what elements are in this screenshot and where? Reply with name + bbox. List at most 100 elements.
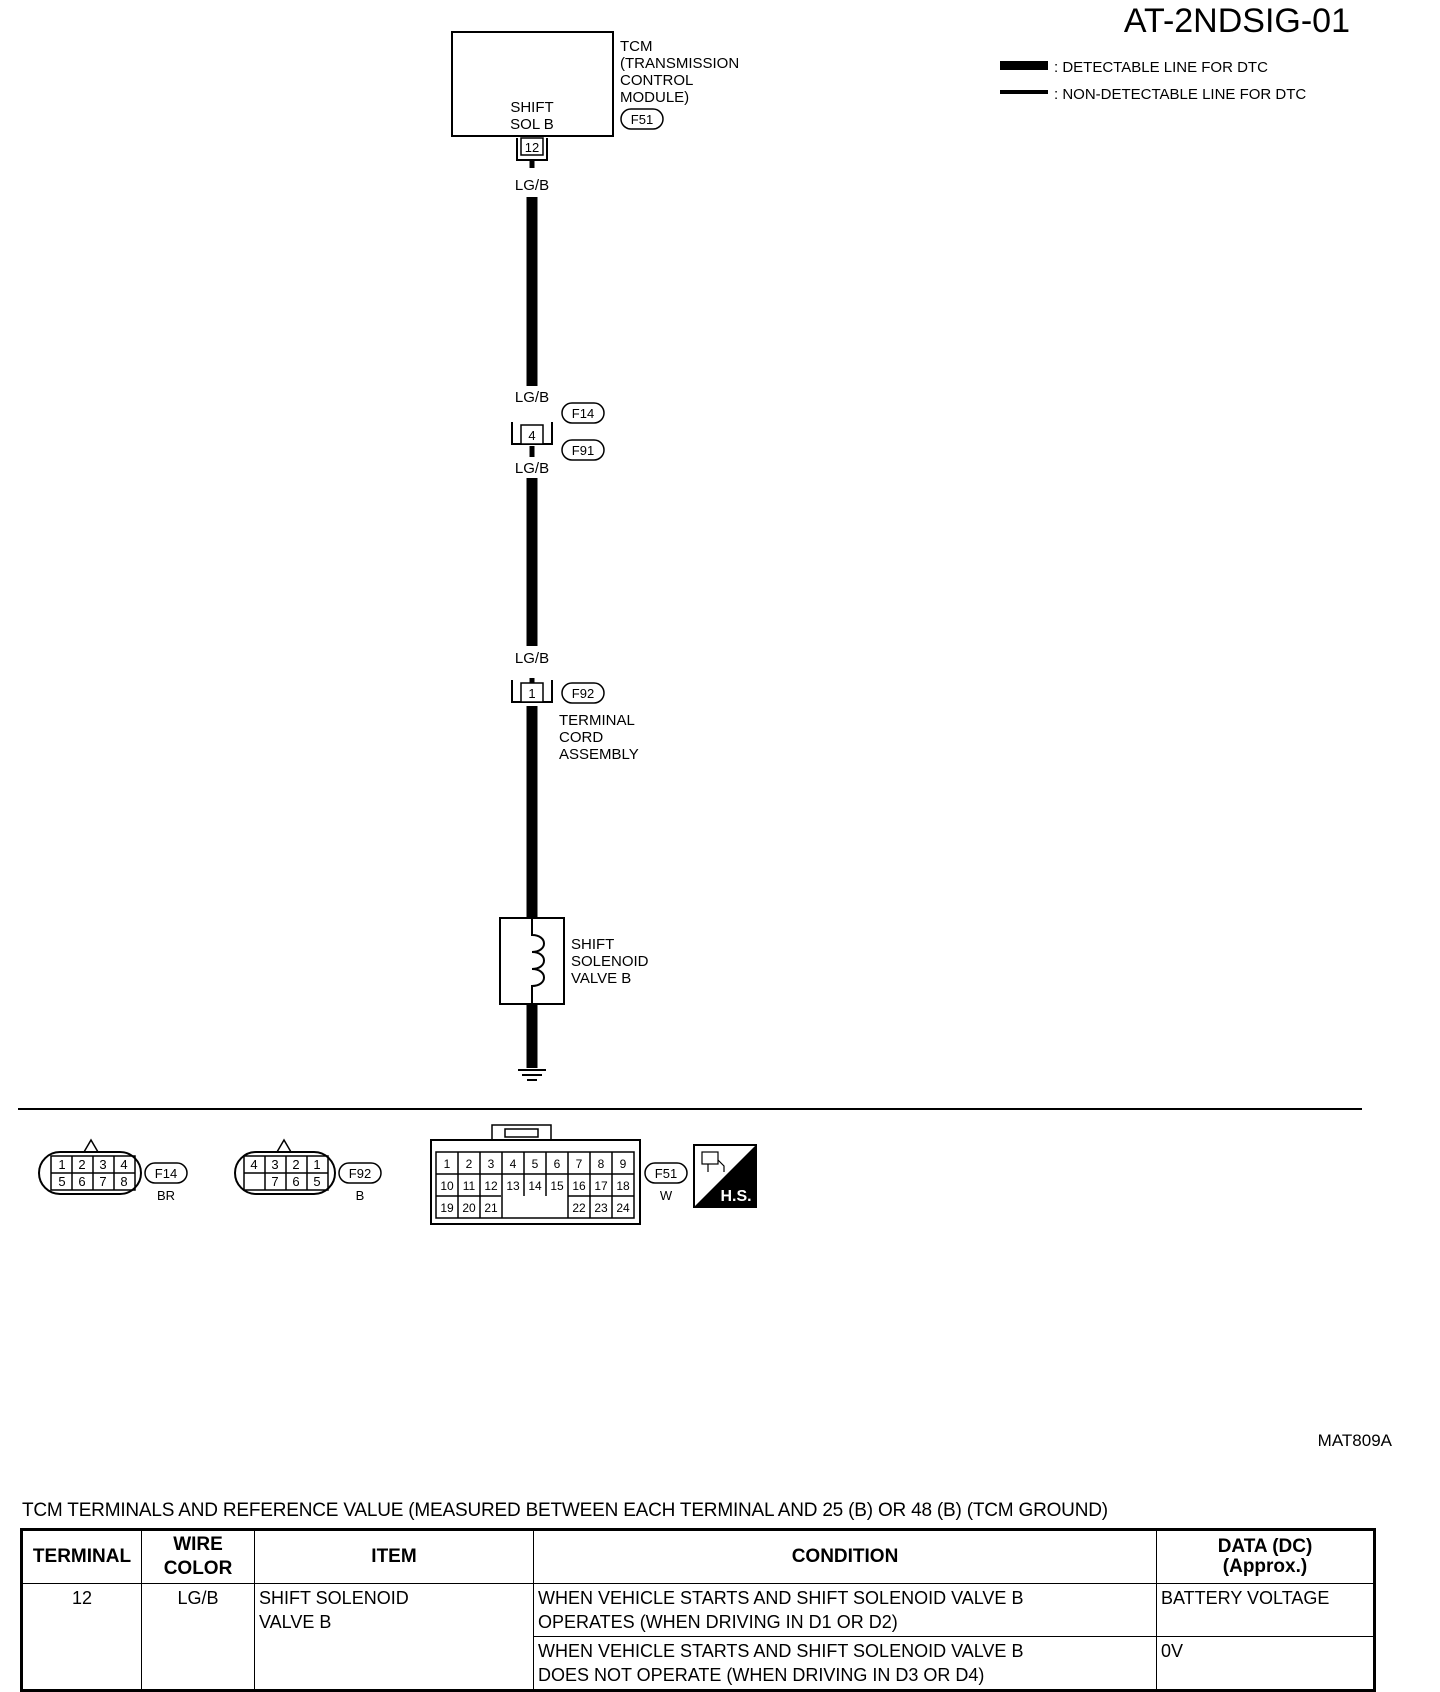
cell-condition-2-line-2: DOES NOT OPERATE (WHEN DRIVING IN D3 OR …	[538, 1665, 985, 1685]
tcm-label-2: (TRANSMISSION	[620, 55, 739, 72]
svg-text:3: 3	[488, 1157, 495, 1171]
cell-item-line-1: SHIFT SOLENOID	[259, 1588, 409, 1608]
tcm-label-4: MODULE)	[620, 89, 689, 106]
joint-connector: 4 F14 F91	[511, 402, 605, 461]
svg-text:22: 22	[572, 1201, 586, 1215]
tcm-module: TCM (TRANSMISSION CONTROL MODULE) SHIFT …	[451, 31, 739, 137]
coil-icon	[531, 918, 545, 1004]
wire-color-label-1: LG/B	[515, 177, 549, 194]
connector-view-f92: 4 3 2 1 7 6 5 F92 B	[234, 1138, 382, 1203]
svg-text:1: 1	[58, 1157, 65, 1172]
wire-color-label-3: LG/B	[515, 460, 549, 477]
cell-condition-2: WHEN VEHICLE STARTS AND SHIFT SOLENOID V…	[533, 1636, 1157, 1691]
svg-text:6: 6	[78, 1174, 85, 1189]
svg-text:9: 9	[620, 1157, 627, 1171]
svg-text:17: 17	[594, 1179, 608, 1193]
cell-item: SHIFT SOLENOID VALVE B	[254, 1583, 534, 1691]
hs-badge-icon: H.S.	[693, 1144, 757, 1208]
joint-connector-upper-tag-shape	[561, 402, 605, 424]
f92-view-tag: F92	[349, 1166, 371, 1181]
legend-non-detectable-text: : NON-DETECTABLE LINE FOR DTC	[1054, 86, 1306, 103]
svg-text:23: 23	[594, 1201, 608, 1215]
figure-code: MAT809A	[1318, 1431, 1393, 1450]
joint-connector-lower-tag: F91	[572, 443, 594, 458]
cell-condition-1: WHEN VEHICLE STARTS AND SHIFT SOLENOID V…	[533, 1583, 1157, 1637]
solenoid-label-2: SOLENOID	[571, 953, 649, 970]
cell-condition-1-line-2: OPERATES (WHEN DRIVING IN D1 OR D2)	[538, 1612, 898, 1632]
tcm-pin-connector: 12	[516, 137, 548, 161]
shift-solenoid-valve-b: SHIFT SOLENOID VALVE B	[499, 917, 649, 1005]
terminal-cord-tag-shape	[561, 682, 605, 704]
svg-text:18: 18	[616, 1179, 630, 1193]
svg-text:4: 4	[250, 1157, 257, 1172]
f51-view-color: W	[660, 1188, 673, 1203]
svg-text:2: 2	[292, 1157, 299, 1172]
table-row: 12 LG/B SHIFT SOLENOID VALVE B WHEN VEHI…	[21, 1583, 1375, 1691]
table-row: WHEN VEHICLE STARTS AND SHIFT SOLENOID V…	[22, 1636, 1375, 1691]
diagram-id: AT-2NDSIG-01	[1124, 2, 1350, 40]
f14-view-tag: F14	[155, 1166, 177, 1181]
svg-text:5: 5	[313, 1174, 320, 1189]
svg-text:10: 10	[440, 1179, 454, 1193]
tcm-pin-number: 12	[525, 140, 539, 155]
svg-text:21: 21	[484, 1201, 498, 1215]
svg-text:12: 12	[484, 1179, 498, 1193]
svg-text:2: 2	[466, 1157, 473, 1171]
terminal-cord-pin-number: 1	[528, 686, 535, 701]
svg-text:13: 13	[506, 1179, 520, 1193]
table-caption: TCM TERMINALS AND REFERENCE VALUE (MEASU…	[22, 1500, 1108, 1521]
svg-text:5: 5	[532, 1157, 539, 1171]
svg-text:11: 11	[463, 1179, 476, 1193]
svg-text:16: 16	[572, 1179, 586, 1193]
terminal-cord-label-1: TERMINAL	[559, 712, 635, 729]
svg-text:14: 14	[528, 1179, 542, 1193]
svg-text:24: 24	[616, 1201, 630, 1215]
legend-non-detectable-swatch	[1000, 90, 1048, 94]
svg-text:8: 8	[598, 1157, 605, 1171]
solenoid-label-3: VALVE B	[571, 970, 631, 987]
header-item: ITEM	[254, 1529, 534, 1584]
ground-icon	[518, 1069, 546, 1081]
cell-data-2: 0V	[1156, 1636, 1375, 1691]
svg-text:8: 8	[120, 1174, 127, 1189]
f92-view-color: B	[356, 1188, 365, 1203]
header-data-line-1: DATA (DC)	[1217, 1536, 1313, 1557]
svg-text:1: 1	[313, 1157, 320, 1172]
svg-text:7: 7	[99, 1174, 106, 1189]
svg-text:6: 6	[554, 1157, 561, 1171]
hs-badge-text: H.S.	[720, 1188, 751, 1205]
terminal-cord-connector: 1 F92 TERMINAL CORD ASSEMBLY	[511, 680, 639, 763]
wire-color-label-2: LG/B	[515, 389, 549, 406]
svg-text:4: 4	[510, 1157, 517, 1171]
wiring-diagram: AT-2NDSIG-01 : DETECTABLE LINE FOR DTC :…	[18, 2, 1393, 1450]
header-data: DATA (DC) (Approx.)	[1156, 1529, 1375, 1584]
reference-table-section: TCM TERMINALS AND REFERENCE VALUE (MEASU…	[20, 1500, 1380, 1692]
cell-wire-color: LG/B	[141, 1583, 255, 1691]
cell-item-line-2: VALVE B	[259, 1612, 332, 1632]
header-wire-color: WIRE COLOR	[141, 1529, 255, 1584]
svg-text:6: 6	[292, 1174, 299, 1189]
joint-pin-number: 4	[528, 428, 535, 443]
tcm-label-1: TCM	[620, 38, 653, 55]
svg-text:1: 1	[444, 1157, 451, 1171]
tcm-label-3: CONTROL	[620, 72, 693, 89]
solenoid-label-1: SHIFT	[571, 936, 614, 953]
tcm-box	[451, 31, 614, 137]
legend: : DETECTABLE LINE FOR DTC : NON-DETECTAB…	[1000, 59, 1306, 103]
svg-text:5: 5	[58, 1174, 65, 1189]
tcm-pin-label-1: SHIFT	[510, 99, 553, 116]
svg-text:19: 19	[440, 1201, 454, 1215]
svg-text:15: 15	[550, 1179, 564, 1193]
connector-view-f14: 1 2 3 4 5 6 7 8 F14 BR	[38, 1138, 188, 1203]
cell-condition-2-line-1: WHEN VEHICLE STARTS AND SHIFT SOLENOID V…	[538, 1641, 1024, 1661]
reference-table: TERMINAL WIRE COLOR ITEM CONDITION DATA …	[20, 1528, 1376, 1692]
svg-text:3: 3	[99, 1157, 106, 1172]
terminal-cord-tag: F92	[572, 686, 594, 701]
tcm-connector-tag-shape	[620, 108, 664, 130]
legend-detectable-text: : DETECTABLE LINE FOR DTC	[1054, 59, 1268, 76]
header-condition: CONDITION	[533, 1529, 1157, 1584]
joint-connector-lower-tag-shape	[561, 439, 605, 461]
joint-connector-upper-tag: F14	[572, 406, 594, 421]
svg-text:3: 3	[271, 1157, 278, 1172]
table-header-row: TERMINAL WIRE COLOR ITEM CONDITION DATA …	[21, 1529, 1375, 1584]
